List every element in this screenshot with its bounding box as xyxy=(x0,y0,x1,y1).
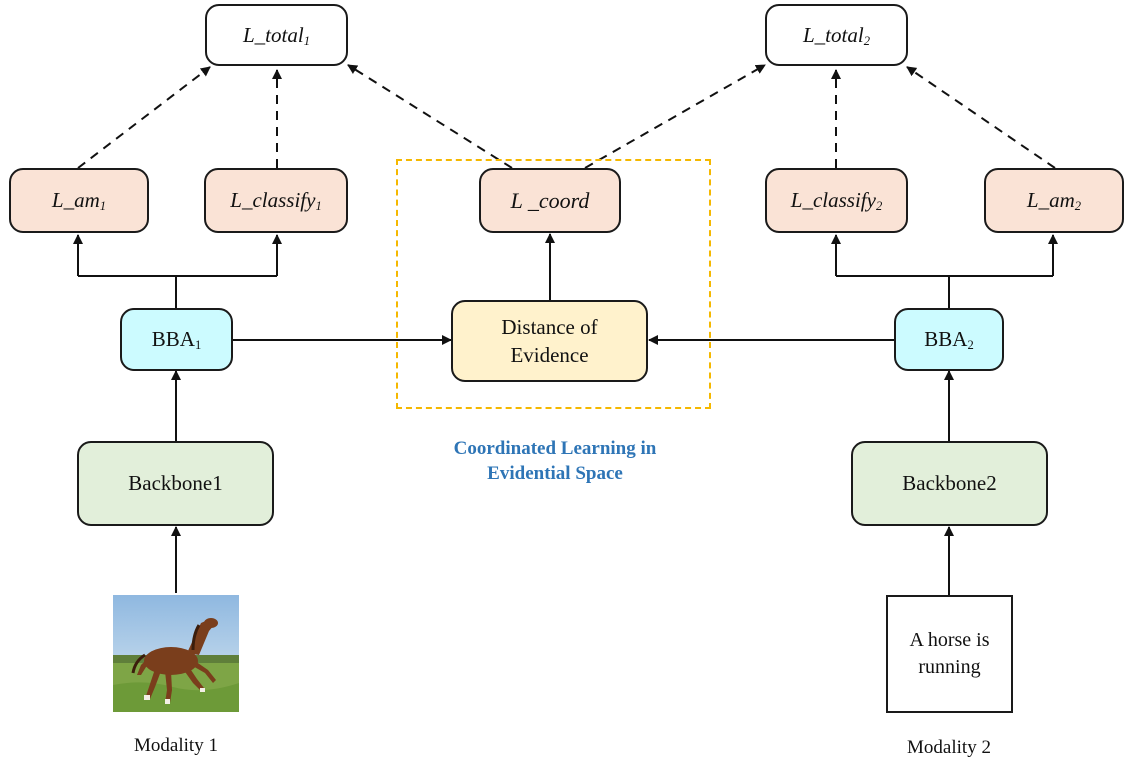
classify-loss-2-box: L_classify2 xyxy=(765,168,908,233)
am-loss-1-label: L_am xyxy=(51,188,100,213)
classify-loss-1-box: L_classify1 xyxy=(204,168,348,233)
bba-2-box: BBA2 xyxy=(894,308,1004,371)
am-loss-2-sub: 2 xyxy=(1074,199,1082,214)
text-input-line-2: running xyxy=(918,656,981,678)
text-input-line-1: A horse is xyxy=(909,629,990,651)
am-loss-2-label: L_am xyxy=(1026,188,1075,213)
text-input-box: A horse is running xyxy=(886,595,1013,713)
am-loss-2-box: L_am2 xyxy=(984,168,1124,233)
modality-2-label: Modality 2 xyxy=(907,737,991,758)
dash-am1-to-total1 xyxy=(77,66,211,169)
classify-loss-1-sub: 1 xyxy=(315,199,322,214)
total-loss-1-label: L_total xyxy=(243,22,304,47)
horse-image xyxy=(113,595,239,712)
distance-of-evidence-box: Distance of Evidence xyxy=(451,300,648,382)
backbone-1-box: Backbone1 xyxy=(77,441,274,526)
coordinated-learning-frame xyxy=(396,159,711,409)
modality-1-label: Modality 1 xyxy=(134,735,218,756)
title-line-2: Evidential Space xyxy=(487,462,623,484)
dash-am2-to-total2 xyxy=(906,66,1056,169)
am-loss-1-box: L_am1 xyxy=(9,168,149,233)
title-line-1: Coordinated Learning in xyxy=(453,438,657,459)
backbone-1-label: Backbone1 xyxy=(128,471,223,496)
total-loss-1-sub: 1 xyxy=(303,33,310,48)
bba-2-sub: 2 xyxy=(967,338,974,353)
bba-2-label: BBA xyxy=(924,327,968,352)
total-loss-2-sub: 2 xyxy=(863,33,870,48)
classify-loss-1-label: L_classify xyxy=(230,188,316,213)
dash-coord-to-total1 xyxy=(347,64,513,169)
classify-loss-2-sub: 2 xyxy=(875,199,883,214)
am-loss-1-sub: 1 xyxy=(99,199,107,214)
distance-line-1: Distance of xyxy=(501,314,598,339)
dash-coord-to-total2 xyxy=(584,64,766,169)
distance-line-2: Evidence xyxy=(510,343,589,367)
backbone-2-label: Backbone2 xyxy=(902,471,997,496)
coord-loss-label: L _coord xyxy=(510,187,590,213)
coord-loss-box: L _coord xyxy=(479,168,621,233)
total-loss-1-box: L_total1 xyxy=(205,4,348,66)
bba-1-sub: 1 xyxy=(194,338,202,353)
total-loss-2-label: L_total xyxy=(803,22,864,47)
coordinated-learning-title: Coordinated Learning in Evidential Space xyxy=(410,437,700,486)
backbone-2-box: Backbone2 xyxy=(851,441,1048,526)
total-loss-2-box: L_total2 xyxy=(765,4,908,66)
bba-1-box: BBA1 xyxy=(120,308,233,371)
bba-1-label: BBA xyxy=(151,327,195,352)
classify-loss-2-label: L_classify xyxy=(790,188,876,213)
